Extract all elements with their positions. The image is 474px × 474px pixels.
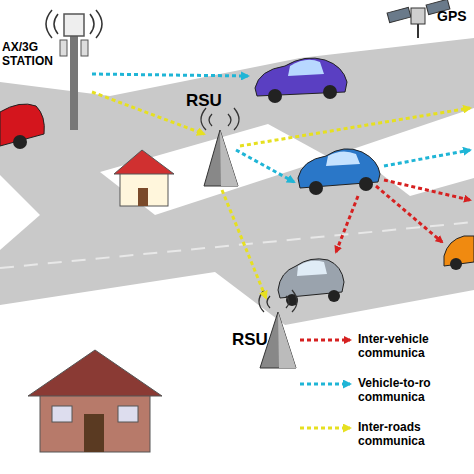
big-house (28, 350, 162, 452)
lane-marking (0, 222, 474, 268)
satellite-label: GPS (437, 8, 473, 25)
rsu-label: RSU (186, 91, 230, 111)
legend-samples (300, 340, 350, 428)
legend-text: Inter-roads communica (358, 420, 468, 449)
sidewalk-block (350, 108, 474, 196)
communication-arrows (92, 74, 470, 298)
base-station-tower (46, 10, 102, 130)
rsu-symbol (201, 108, 239, 186)
purple-car (255, 58, 347, 103)
red-car (0, 104, 44, 149)
rsu-symbol (259, 290, 297, 368)
sidewalk-block (0, 272, 474, 474)
orange-car (444, 236, 474, 270)
station-label: AX/3G STATION (2, 40, 64, 69)
sidewalk-block (0, 175, 40, 250)
small-house (114, 150, 174, 206)
blue-car (298, 149, 380, 195)
rsu-label: RSU (232, 330, 276, 350)
legend-text: Vehicle-to-ro communica (358, 376, 468, 405)
legend-text: Inter-vehicle communica (358, 332, 468, 361)
